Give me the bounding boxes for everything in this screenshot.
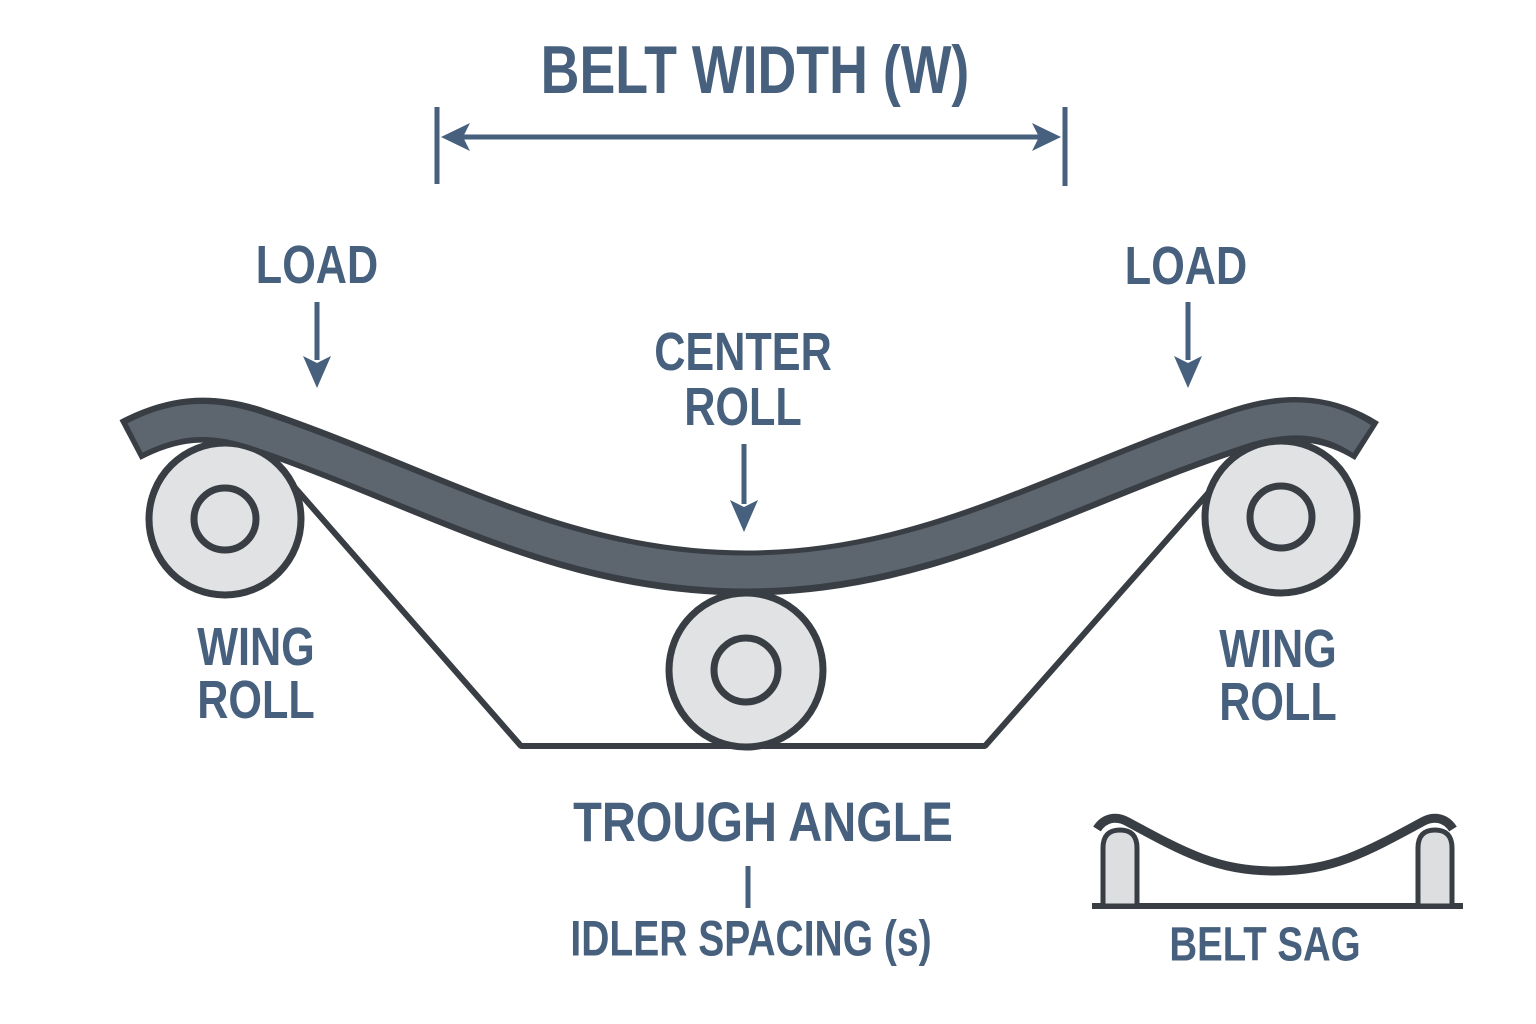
load-arrow-left bbox=[303, 302, 331, 388]
load-arrow-left-head bbox=[303, 356, 331, 388]
center-roll-arrow bbox=[730, 444, 758, 532]
center-roll-icon bbox=[665, 589, 827, 751]
center-roll-arrow-head bbox=[730, 500, 758, 532]
load-label-left: LOAD bbox=[255, 235, 379, 296]
belt-sag-label: BELT SAG bbox=[1169, 918, 1361, 972]
wing-roll-label-left: WING ROLL bbox=[197, 617, 315, 730]
center-roll-label: CENTER ROLL bbox=[654, 322, 832, 437]
belt-sag-icon bbox=[1092, 813, 1463, 909]
wing-roll-right-hub bbox=[1246, 482, 1316, 552]
belt-sag-curve bbox=[1093, 813, 1457, 876]
belt-width-label: BELT WIDTH (W) bbox=[540, 31, 970, 108]
trough-angle-label: TROUGH ANGLE bbox=[573, 789, 953, 853]
belt-sag-post-left bbox=[1100, 827, 1140, 909]
dimension-arrowhead-left bbox=[441, 123, 470, 151]
wing-roll-label-right: WING ROLL bbox=[1219, 619, 1337, 732]
belt-sag-post-right bbox=[1415, 827, 1455, 909]
belt-surface bbox=[127, 402, 1372, 589]
wing-roll-right-icon bbox=[1201, 437, 1361, 597]
wing-roll-left-icon bbox=[145, 439, 305, 599]
dimension-arrowhead-right bbox=[1032, 123, 1061, 151]
belt-width-dimension-arrow bbox=[434, 107, 1068, 186]
load-arrow-right bbox=[1174, 302, 1202, 388]
load-arrow-right-head bbox=[1174, 356, 1202, 388]
load-label-right: LOAD bbox=[1124, 236, 1248, 297]
center-roll-hub bbox=[710, 634, 782, 706]
wing-roll-left-hub bbox=[190, 484, 260, 554]
idler-spacing-label: IDLER SPACING (s) bbox=[570, 910, 932, 967]
